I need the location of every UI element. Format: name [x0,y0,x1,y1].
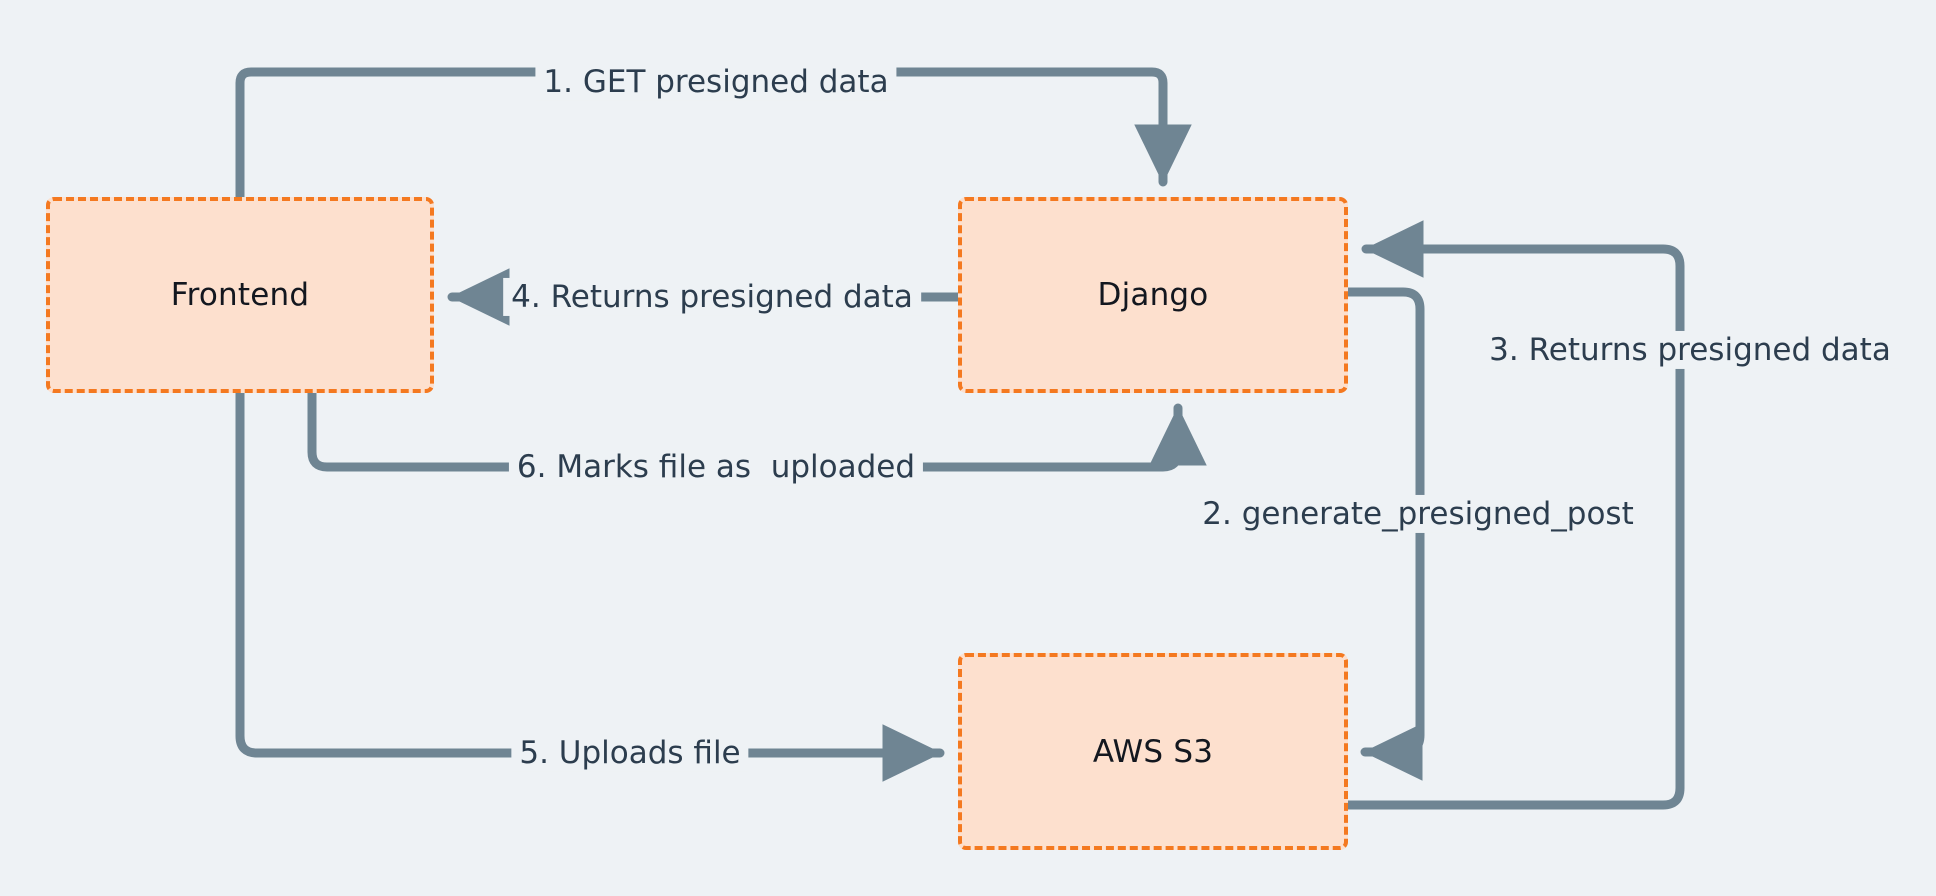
edge-label-3: 3. Returns presigned data [1481,330,1899,370]
edge-label-1: 1. GET presigned data [535,62,897,102]
edge-5-uploads-file [235,388,945,782]
node-frontend-label: Frontend [170,277,310,313]
edge-3-returns-presigned-data [1343,220,1685,810]
node-aws-s3[interactable]: AWS S3 [958,653,1348,850]
edge-label-5: 5. Uploads file [511,733,749,773]
node-django[interactable]: Django [958,197,1348,393]
edge-label-2: 2. generate_presigned_post [1194,494,1642,534]
node-frontend[interactable]: Frontend [46,197,434,393]
edge-label-6: 6. Marks file as uploaded [508,447,924,487]
node-aws-s3-label: AWS S3 [1092,733,1214,770]
node-django-label: Django [1097,277,1209,313]
edge-label-4: 4. Returns presigned data [503,277,921,317]
